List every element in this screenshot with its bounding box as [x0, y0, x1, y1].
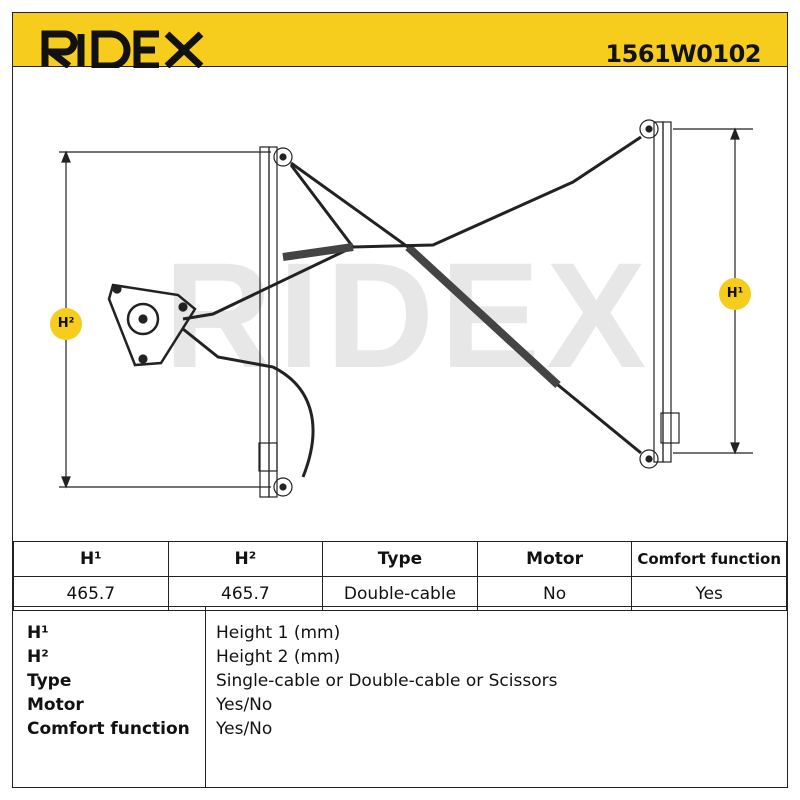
- slider-right: [660, 412, 680, 444]
- legend-terms: H¹ H² Type Motor Comfort function: [27, 621, 190, 741]
- regulator-diagram: RIDEX: [59, 119, 753, 498]
- cable-to-motor-upper: [182, 245, 354, 321]
- spec-header-row: H¹ H² Type Motor Comfort function: [13, 541, 787, 577]
- header-bar: 1561W0102: [13, 13, 787, 70]
- spec-header-h2: H²: [167, 541, 324, 577]
- h2-arrow-bottom: [61, 476, 71, 489]
- legend-definition: Single-cable or Double-cable or Scissors: [216, 671, 558, 691]
- right-rail-inner: [662, 121, 672, 463]
- legend-divider: [205, 607, 206, 788]
- spec-value-motor: No: [476, 576, 633, 611]
- pulley-top-left: [273, 147, 293, 167]
- left-rail-inner: [268, 146, 278, 498]
- right-rail-outer: [653, 121, 664, 463]
- pulley-bottom-left: [273, 477, 293, 497]
- legend-term: Comfort function: [27, 719, 190, 739]
- spec-header-motor: Motor: [476, 541, 633, 577]
- drum-housing: [107, 283, 197, 367]
- cable-sleeve-2: [282, 243, 354, 261]
- slider-left: [258, 442, 278, 472]
- pulley-top-right: [639, 119, 659, 139]
- pulley-bottom-right: [639, 449, 659, 469]
- legend-definition: Height 1 (mm): [216, 623, 341, 643]
- legend-term: Type: [27, 671, 72, 691]
- spec-value-h1: 465.7: [13, 576, 169, 611]
- h2-arrow-top: [61, 150, 71, 163]
- spec-header-comfort: Comfort function: [631, 541, 787, 577]
- spec-header-type: Type: [322, 541, 478, 577]
- ridex-watermark: RIDEX: [164, 231, 652, 399]
- spec-header-h1: H¹: [13, 541, 169, 577]
- cable-upper-arc: [289, 135, 642, 249]
- legend-definition: Yes/No: [216, 719, 273, 739]
- spec-value-comfort: Yes: [631, 576, 787, 611]
- legend-term: H¹: [27, 623, 49, 643]
- cable-sleeve-1: [405, 244, 561, 388]
- drum-wheel: [126, 302, 160, 336]
- legend-definition: Yes/No: [216, 695, 273, 715]
- legend-term: H²: [27, 647, 49, 667]
- h1-arrow-bottom: [730, 442, 740, 455]
- legend-definition: Height 2 (mm): [216, 647, 341, 667]
- window-regulator-drawing: RIDEX: [13, 67, 787, 541]
- spec-value-h2: 465.7: [167, 576, 324, 611]
- page-frame: [12, 12, 788, 788]
- ridex-logo-graphic: [40, 30, 204, 70]
- h1-badge: H¹: [719, 278, 751, 310]
- legend-panel: H¹ H² Type Motor Comfort function Height…: [13, 606, 787, 788]
- spec-table: H¹ H² Type Motor Comfort function 465.7 …: [13, 541, 787, 611]
- spec-value-row: 465.7 465.7 Double-cable No Yes: [13, 576, 787, 611]
- cable-to-motor-lower: [182, 327, 315, 478]
- h1-arrow-top: [730, 127, 740, 140]
- ridex-logo: [40, 30, 206, 72]
- spec-value-type: Double-cable: [322, 576, 478, 611]
- part-number: 1561W0102: [605, 40, 761, 68]
- legend-term: Motor: [27, 695, 84, 715]
- legend-definitions: Height 1 (mm) Height 2 (mm) Single-cable…: [216, 621, 557, 741]
- h2-badge: H²: [50, 308, 82, 340]
